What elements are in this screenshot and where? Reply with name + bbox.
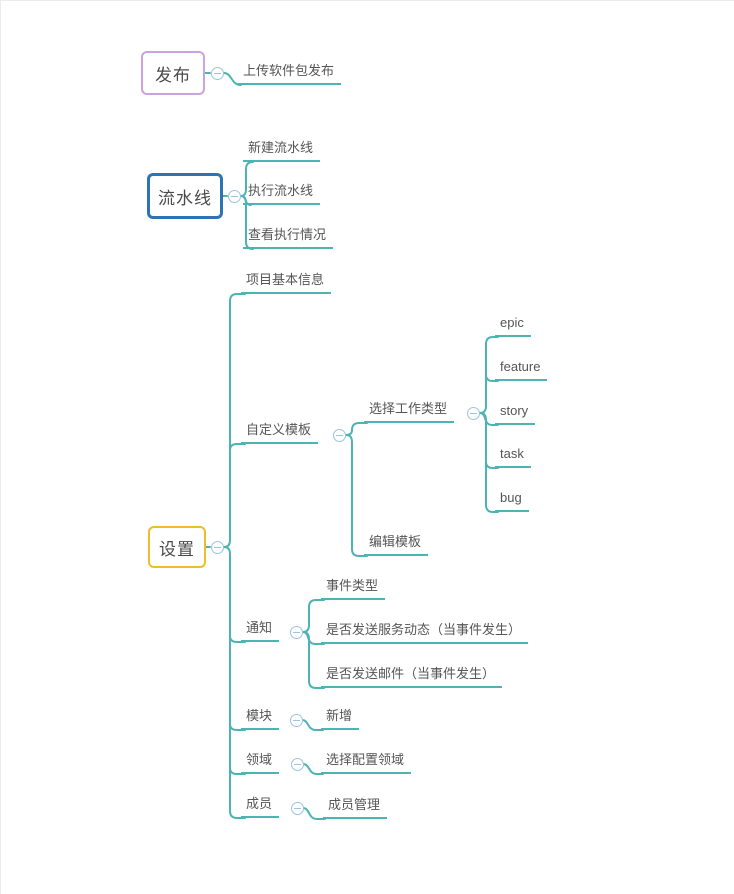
topic-edit-template[interactable]: 编辑模板	[364, 533, 429, 556]
topic-select-config-domain[interactable]: 选择配置领域	[321, 751, 412, 774]
minus-icon	[336, 435, 343, 436]
topic-task[interactable]: task	[495, 445, 531, 468]
topic-feature[interactable]: feature	[495, 358, 548, 381]
topic-domain[interactable]: 领域	[241, 751, 280, 774]
topic-member-management[interactable]: 成员管理	[323, 796, 388, 819]
minus-icon	[470, 413, 477, 414]
collapse-button-custom-template[interactable]	[333, 429, 346, 442]
topic-view-execution[interactable]: 查看执行情况	[243, 226, 334, 249]
topic-notification[interactable]: 通知	[241, 619, 280, 642]
minus-icon	[294, 764, 301, 765]
minus-icon	[294, 808, 301, 809]
minus-icon	[231, 196, 238, 197]
collapse-button-notification[interactable]	[290, 626, 303, 639]
minus-icon	[214, 73, 221, 74]
root-topic-pipeline-label: 流水线	[158, 188, 212, 208]
topic-epic[interactable]: epic	[495, 314, 531, 337]
topic-story[interactable]: story	[495, 402, 536, 425]
root-topic-release-label: 发布	[155, 65, 191, 85]
minus-icon	[293, 720, 300, 721]
topic-upload-package-release[interactable]: 上传软件包发布	[238, 62, 342, 85]
collapse-button-release[interactable]	[211, 67, 224, 80]
topic-add-module[interactable]: 新增	[321, 707, 360, 730]
root-topic-settings[interactable]: 设置	[148, 526, 206, 568]
topic-create-pipeline[interactable]: 新建流水线	[243, 139, 321, 162]
root-topic-pipeline[interactable]: 流水线	[147, 173, 223, 219]
topic-send-email[interactable]: 是否发送邮件（当事件发生）	[321, 665, 503, 688]
topic-custom-template[interactable]: 自定义模板	[241, 421, 319, 444]
topic-bug[interactable]: bug	[495, 489, 529, 512]
topic-select-work-type[interactable]: 选择工作类型	[364, 400, 455, 423]
collapse-button-domain[interactable]	[291, 758, 304, 771]
minus-icon	[214, 547, 221, 548]
topic-send-service-feed[interactable]: 是否发送服务动态（当事件发生）	[321, 621, 529, 644]
collapse-button-member[interactable]	[291, 802, 304, 815]
root-topic-settings-label: 设置	[159, 539, 195, 559]
collapse-button-settings[interactable]	[211, 541, 224, 554]
collapse-button-work-type[interactable]	[467, 407, 480, 420]
topic-event-type[interactable]: 事件类型	[321, 577, 386, 600]
topic-module[interactable]: 模块	[241, 707, 280, 730]
root-topic-release[interactable]: 发布	[141, 51, 205, 95]
topic-run-pipeline[interactable]: 执行流水线	[243, 182, 321, 205]
collapse-button-module[interactable]	[290, 714, 303, 727]
topic-project-basic-info[interactable]: 项目基本信息	[241, 271, 332, 294]
minus-icon	[293, 632, 300, 633]
collapse-button-pipeline[interactable]	[228, 190, 241, 203]
topic-member[interactable]: 成员	[241, 795, 280, 818]
